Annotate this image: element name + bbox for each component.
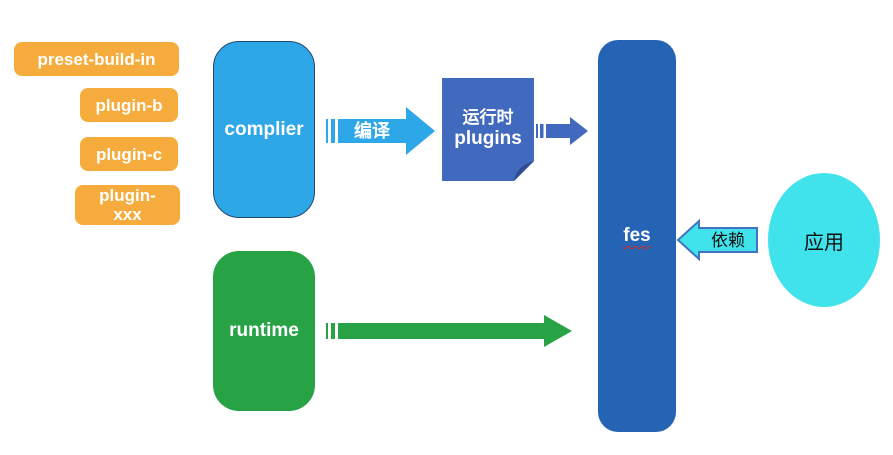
depend-arrow-label: 依赖: [711, 231, 745, 250]
note-line1: 运行时: [462, 107, 514, 127]
folded-note-shape: [442, 78, 534, 181]
fes-label: fes: [623, 225, 651, 246]
compiler-label: complier: [224, 118, 304, 140]
compile-arrow-label: 编译: [354, 120, 391, 141]
plugin-box-plugin-b: plugin-b: [80, 88, 178, 122]
note-line2: plugins: [454, 127, 522, 149]
fes-box: fes: [598, 40, 676, 432]
plugin-xxx-line1: plugin-: [99, 186, 156, 205]
plugin-xxx-line2: xxx: [113, 205, 142, 224]
plugin-box-plugin-c: plugin-c: [80, 137, 178, 171]
runtime-box: runtime: [213, 251, 315, 411]
plugin-box-preset-build-in: preset-build-in: [14, 42, 179, 76]
runtime-plugins-note-text: 运行时 plugins: [442, 78, 534, 178]
app-ellipse: 应用: [768, 173, 880, 307]
compile-arrow-icon: 编译: [326, 107, 435, 155]
depend-arrow-icon: 依赖: [676, 218, 758, 261]
runtime-label: runtime: [229, 320, 299, 341]
plugin-box-plugin-xxx: plugin- xxx: [75, 185, 180, 225]
runtime-to-fes-arrow-icon: [326, 315, 572, 347]
app-label: 应用: [804, 231, 844, 254]
plugins-to-fes-arrow-icon: [536, 117, 588, 145]
compiler-box: complier: [213, 41, 315, 218]
runtime-plugins-note: 运行时 plugins: [442, 78, 534, 181]
